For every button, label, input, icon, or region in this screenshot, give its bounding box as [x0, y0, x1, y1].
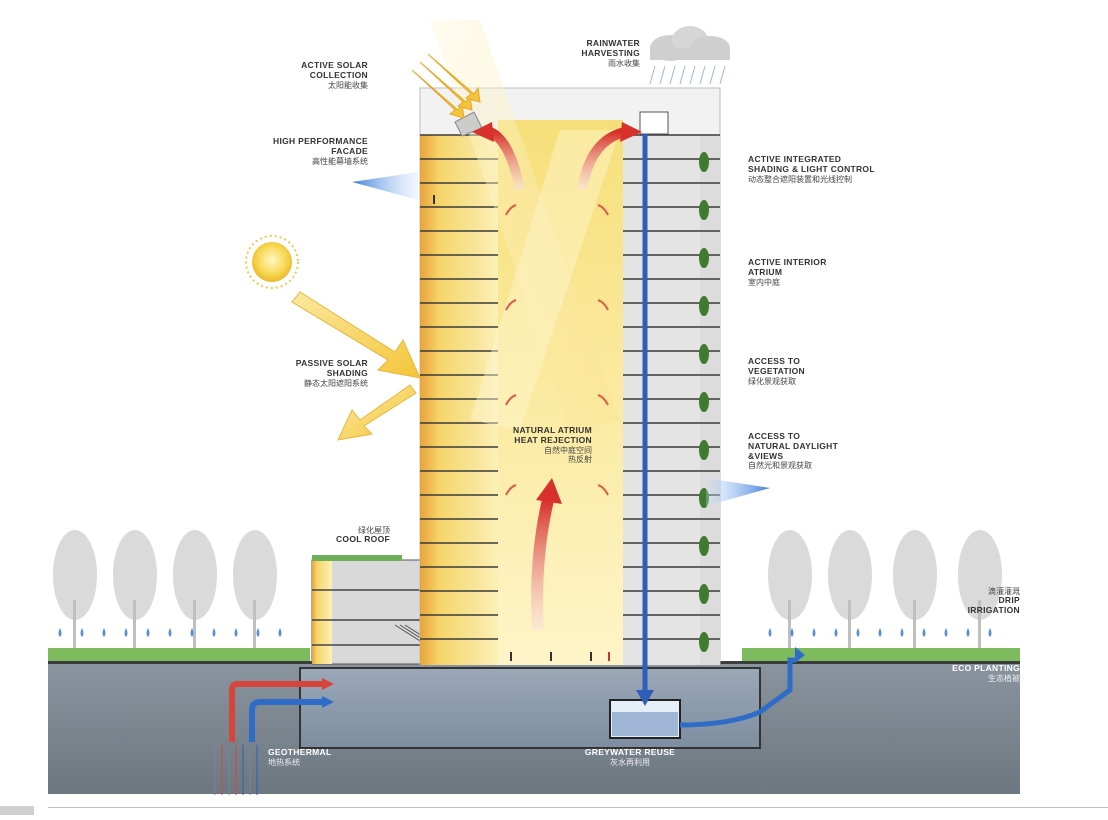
label-geothermal-zh: 地热系统	[268, 757, 300, 767]
passive-solar-arrows	[291, 291, 421, 441]
bottom-divider	[48, 807, 1108, 808]
facade-plant	[699, 440, 709, 460]
label-facade: HIGH PERFORMANCE FACADE 高性能幕墙系统	[228, 136, 368, 166]
heat-arrows	[472, 122, 642, 631]
page-tab-marker	[0, 806, 34, 815]
label-heat-rejection-en-1: NATURAL ATRIUM	[513, 425, 592, 435]
label-greywater-zh: 灰水再利用	[610, 757, 650, 767]
label-rainwater-en-2: HARVESTING	[581, 47, 640, 58]
label-daylight: ACCESS TO NATURAL DAYLIGHT &VIEWS 自然光和景观…	[748, 431, 898, 471]
label-drip-en-2: IRRIGATION	[967, 604, 1020, 615]
label-geothermal: GEOTHERMAL 地热系统	[268, 747, 378, 767]
label-interior-atrium-en-2: ATRIUM	[748, 266, 783, 277]
label-rainwater-en-1: RAINWATER	[586, 38, 640, 48]
label-cool-roof-en: COOL ROOF	[335, 534, 390, 545]
label-heat-rejection: NATURAL ATRIUM HEAT REJECTION 自然中庭空间 热反射	[490, 425, 592, 464]
drip-droplets	[58, 628, 992, 637]
label-rainwater-zh: 雨水收集	[608, 58, 640, 68]
label-interior-atrium-zh: 室内中庭	[748, 277, 780, 287]
label-interior-atrium-en-1: ACTIVE INTERIOR	[748, 257, 827, 267]
trees-left	[53, 530, 277, 652]
grass-left	[48, 648, 310, 664]
facade-plant	[699, 536, 709, 556]
facade-vegetation	[699, 152, 709, 652]
label-passive-shading: PASSIVE SOLAR SHADING 静态太阳遮阳系统	[258, 358, 368, 388]
facade-plant	[699, 584, 709, 604]
label-shading-control-en-2: SHADING & LIGHT CONTROL	[748, 163, 875, 174]
grass-right	[742, 648, 1020, 664]
label-cool-roof-zh: 绿化屋顶	[358, 526, 390, 535]
label-passive-shading-zh: 静态太阳遮阳系统	[304, 378, 368, 388]
label-shading-control: ACTIVE INTEGRATED SHADING & LIGHT CONTRO…	[748, 154, 918, 184]
label-daylight-zh: 自然光和景观获取	[748, 461, 812, 471]
label-eco-planting: ECO PLANTING 生态植被	[920, 664, 1020, 683]
label-vegetation-zh: 绿化景观获取	[748, 376, 796, 386]
facade-plant	[699, 152, 709, 172]
label-daylight-en-2: NATURAL DAYLIGHT	[748, 440, 839, 451]
label-heat-rejection-zh-2: 热反射	[568, 454, 592, 464]
label-facade-en-1: HIGH PERFORMANCE	[273, 136, 368, 146]
label-active-solar-en-1: ACTIVE SOLAR	[301, 60, 368, 70]
facade-plant	[699, 344, 709, 364]
basement	[299, 667, 761, 749]
facade-plant	[699, 296, 709, 316]
label-daylight-en-1: ACCESS TO	[748, 431, 801, 441]
facade-plant	[699, 248, 709, 268]
label-eco-planting-zh: 生态植被	[988, 673, 1020, 683]
solar-collector	[411, 53, 483, 137]
label-active-solar-zh: 太阳能收集	[328, 80, 368, 90]
label-drip: 滴灌灌溉 DRIP IRRIGATION	[940, 587, 1020, 616]
floor-slabs	[420, 134, 720, 640]
label-facade-zh: 高性能幕墙系统	[312, 156, 368, 166]
geothermal-pipes	[214, 678, 334, 795]
facade-plant	[699, 632, 709, 652]
label-greywater: GREYWATER REUSE 灰水再利用	[570, 747, 690, 767]
label-active-solar: ACTIVE SOLAR COLLECTION 太阳能收集	[258, 60, 368, 90]
trees-right	[768, 530, 1002, 652]
label-vegetation-en-2: VEGETATION	[748, 365, 805, 376]
label-vegetation-en-1: ACCESS TO	[748, 356, 801, 366]
left-light-fan	[352, 172, 418, 200]
right-light-fan	[706, 478, 770, 506]
label-cool-roof: 绿化屋顶 COOL ROOF	[300, 526, 390, 545]
label-facade-en-2: FACADE	[331, 145, 368, 156]
label-greywater-en: GREYWATER REUSE	[584, 747, 676, 757]
label-geothermal-en: GEOTHERMAL	[268, 747, 332, 757]
label-heat-rejection-zh-1: 自然中庭空间	[544, 445, 592, 455]
label-interior-atrium: ACTIVE INTERIOR ATRIUM 室内中庭	[748, 257, 898, 287]
greywater-tank	[609, 647, 805, 739]
people	[433, 195, 610, 661]
facade-plant	[699, 392, 709, 412]
label-eco-planting-en: ECO PLANTING	[952, 664, 1020, 673]
label-passive-shading-en-1: PASSIVE SOLAR	[295, 358, 368, 368]
label-shading-control-zh: 动态整合遮阳装置和光线控制	[748, 174, 852, 184]
label-daylight-en-3: &VIEWS	[748, 450, 784, 461]
label-heat-rejection-en-2: HEAT REJECTION	[514, 434, 592, 445]
label-passive-shading-en-2: SHADING	[326, 367, 368, 378]
label-drip-en-1: DRIP	[998, 595, 1020, 606]
podium	[311, 555, 461, 665]
label-active-solar-en-2: COLLECTION	[309, 69, 368, 80]
facade-plant	[699, 200, 709, 220]
sun-icon	[245, 235, 299, 289]
label-shading-control-en-1: ACTIVE INTEGRATED	[748, 154, 842, 164]
label-vegetation: ACCESS TO VEGETATION 绿化景观获取	[748, 356, 898, 386]
rainwater-downpipe	[636, 111, 669, 706]
label-drip-zh: 滴灌灌溉	[988, 587, 1020, 596]
rain-cloud	[649, 26, 730, 85]
label-rainwater: RAINWATER HARVESTING 雨水收集	[530, 38, 640, 68]
